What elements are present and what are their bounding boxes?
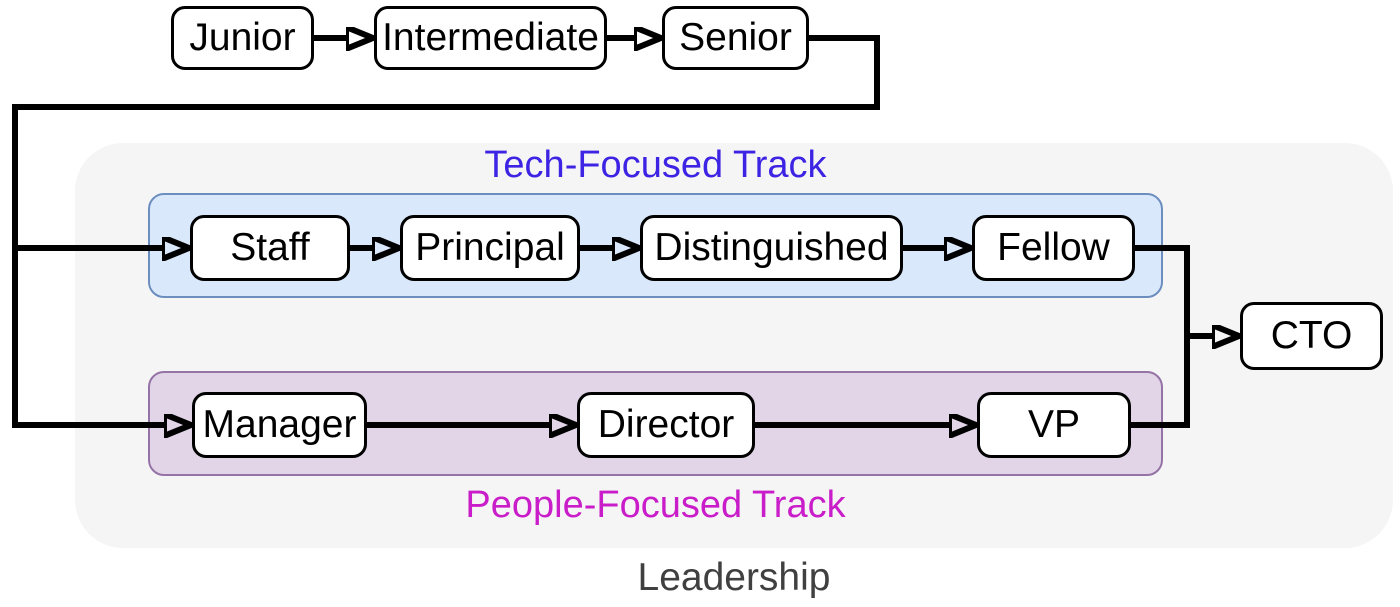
node-fellow: Fellow xyxy=(972,215,1135,281)
node-senior: Senior xyxy=(662,6,809,70)
node-junior: Junior xyxy=(171,6,314,70)
node-staff: Staff xyxy=(190,215,350,281)
people-track-label: People-Focused Track xyxy=(465,484,846,526)
node-manager: Manager xyxy=(192,392,367,458)
node-principal: Principal xyxy=(400,215,580,281)
node-vp: VP xyxy=(977,392,1131,458)
node-director: Director xyxy=(577,392,755,458)
leadership-group-label: Leadership xyxy=(637,556,831,599)
tech-track-label: Tech-Focused Track xyxy=(484,144,827,186)
node-intermediate: Intermediate xyxy=(374,6,607,70)
node-cto: CTO xyxy=(1240,302,1383,370)
node-distinguished: Distinguished xyxy=(640,215,903,281)
